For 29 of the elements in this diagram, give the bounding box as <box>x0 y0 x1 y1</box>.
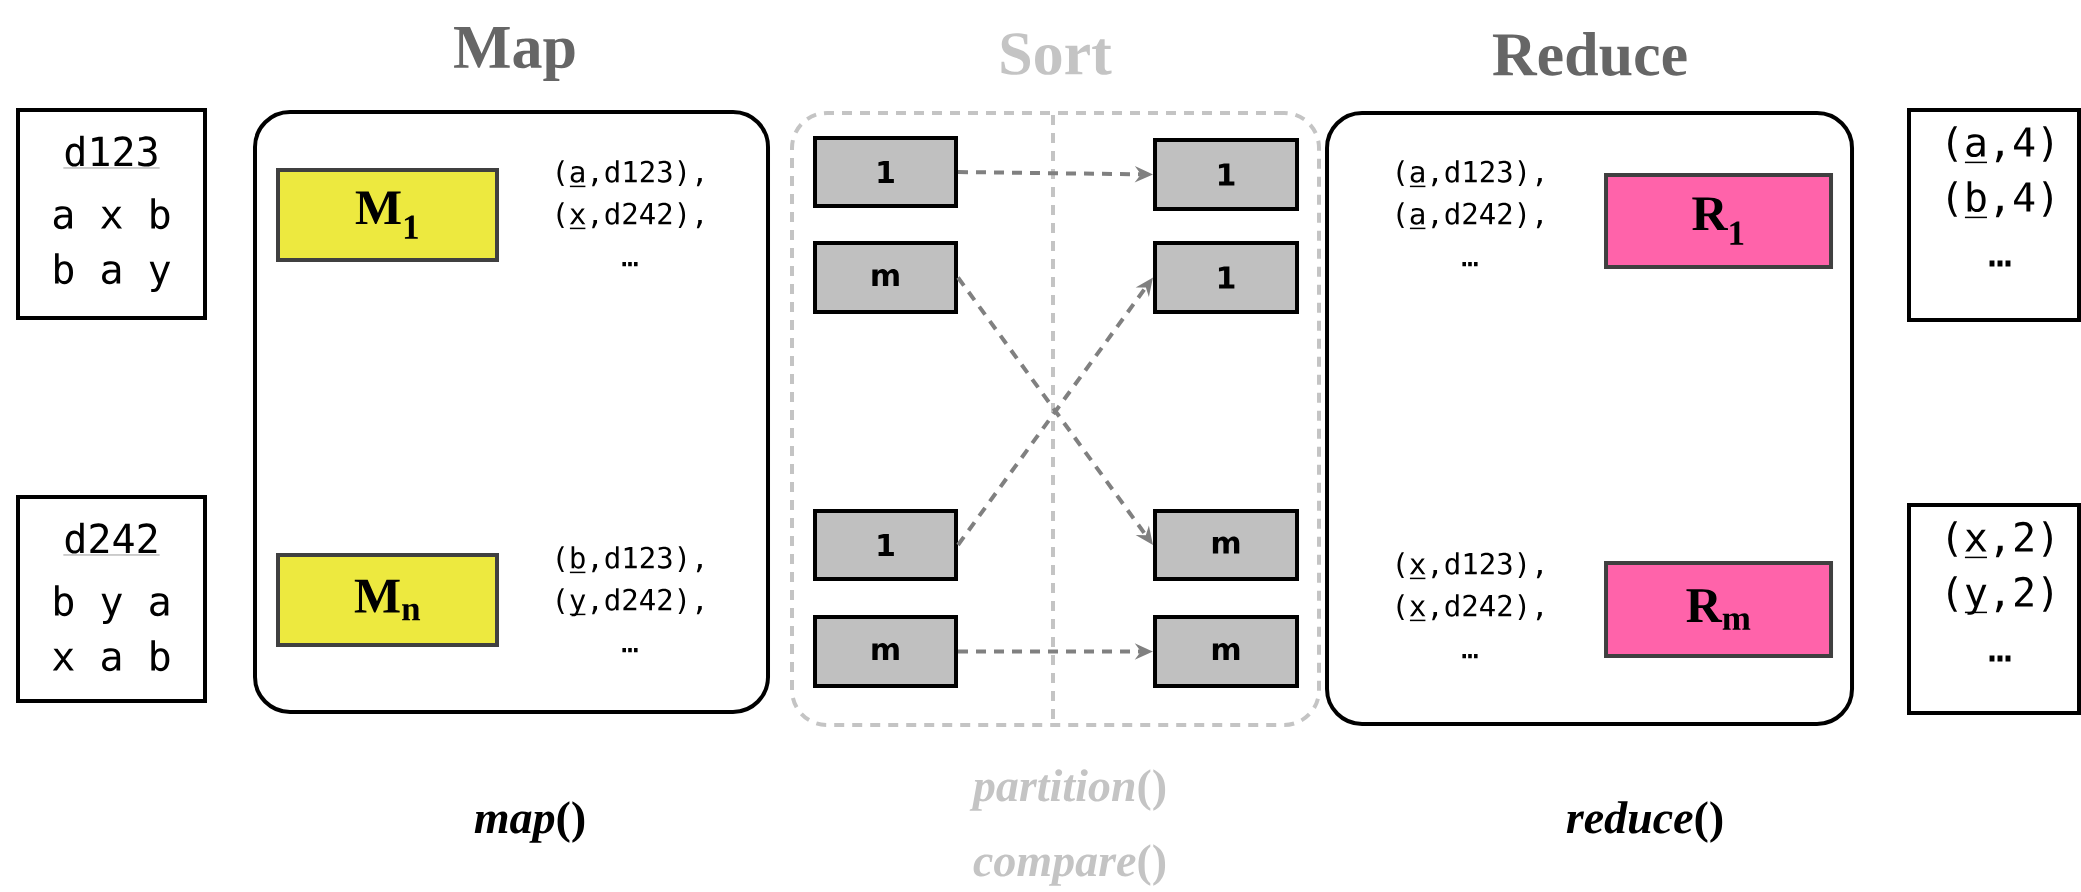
stage-title: Map <box>454 27 575 81</box>
partition-box: 1 <box>813 509 958 581</box>
pair-list: (x,d123), (x,d242), … <box>1397 552 1542 659</box>
partition-box: m <box>1153 615 1299 688</box>
partition-box: m <box>813 615 958 688</box>
function-label: partition() <box>969 769 1166 811</box>
mapper-box: M$_{1}$ <box>276 168 499 262</box>
document-id: d123 <box>63 135 160 169</box>
partition-box: m <box>813 241 958 314</box>
document-words: a x b b a y <box>53 198 171 292</box>
pair-list: (a,d123), (a,d242), … <box>1397 160 1542 267</box>
stage-title: Sort <box>1001 33 1112 75</box>
partition-box: 1 <box>1153 241 1299 314</box>
reducer-box: R$_{m}$ <box>1604 561 1833 658</box>
result-list: (x,2) (y,2) … <box>1948 521 2052 662</box>
mapper-box: M$_{n}$ <box>276 553 499 647</box>
function-label: map() <box>474 801 585 843</box>
partition-box: 1 <box>813 136 958 208</box>
function-label: compare() <box>973 844 1166 886</box>
partition-box: 1 <box>1153 138 1299 211</box>
partition-box: m <box>1153 509 1299 581</box>
function-label: reduce() <box>1566 801 1723 843</box>
document-words: b y a x a b <box>52 585 170 672</box>
document-id: d242 <box>63 522 160 556</box>
pair-list: (a,d123), (x,d242), … <box>557 160 702 267</box>
pair-list: (b,d123), (y,d242), … <box>557 546 702 653</box>
result-list: (a,4) (b,4) … <box>1948 126 2052 267</box>
stage-title: Reduce <box>1492 32 1687 76</box>
reducer-box: R$_{1}$ <box>1604 173 1833 269</box>
